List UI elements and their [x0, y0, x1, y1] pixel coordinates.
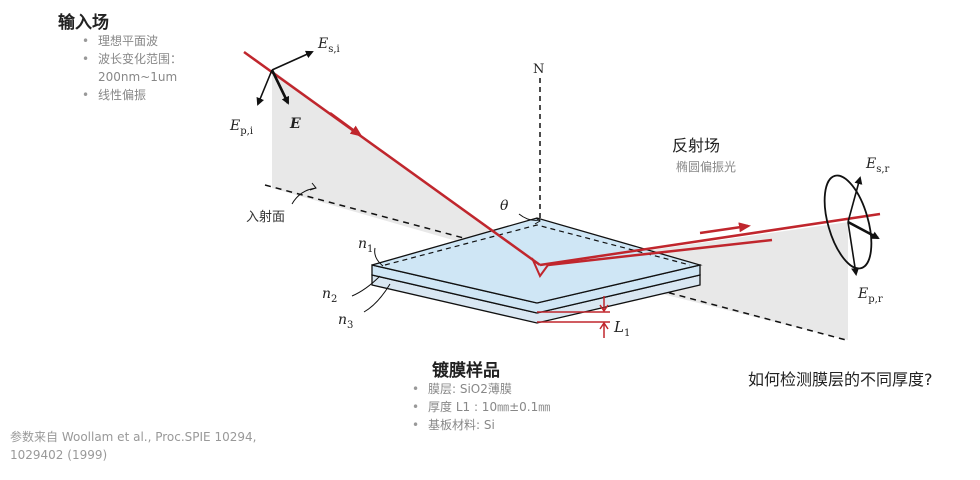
input-bullet-plane-wave: 理想平面波 [82, 32, 182, 50]
ep-r-arrow [847, 221, 860, 276]
n1-pointer [374, 247, 384, 267]
input-field-bullets: 理想平面波 波长变化范围：200nm~1um 线性偏振 [82, 32, 182, 104]
sample-title: 镀膜样品 [432, 361, 500, 381]
l1-label: L1 [614, 318, 631, 339]
sample-bullets: 膜层: SiO2薄膜 厚度 L1 : 10㎜±0.1㎜ 基板材料: Si [412, 380, 550, 434]
incidence-plane-label: 入射面 [246, 210, 286, 225]
ep-i-arrow [256, 69, 273, 106]
theta-arc-arrow [534, 217, 541, 225]
e-vector-arrow [270, 69, 290, 105]
n1-label: n1 [358, 236, 374, 255]
film-top-surface [371, 217, 703, 304]
n2-label: n2 [322, 286, 338, 305]
n3-label: n3 [338, 312, 354, 331]
input-field-title: 输入场 [58, 13, 109, 33]
e-vector-label: E [290, 116, 301, 132]
es-i-arrow [271, 50, 314, 71]
reflected-field-title: 反射场 [672, 136, 721, 155]
plane-label-pointer-tip [309, 182, 317, 191]
l1-arrow-down [599, 321, 609, 338]
n2-pointer [351, 275, 381, 297]
normal-label: N [533, 62, 545, 77]
sample-bullet-substrate: 基板材料: Si [412, 416, 550, 434]
citation-text: 参数来自 Woollam et al., Proc.SPIE 10294, 10… [10, 430, 257, 462]
incident-beam [243, 50, 541, 267]
ep-r-label: Ep,r [858, 286, 883, 305]
input-bullet-wavelength: 波长变化范围：200nm~1um [82, 50, 182, 86]
input-bullet-polarization: 线性偏振 [82, 86, 182, 104]
l1-arrow-up [599, 296, 609, 313]
ep-i-label: Ep,i [230, 118, 254, 137]
n3-pointer [363, 283, 391, 313]
reflected-field-subtitle: 椭圆偏振光 [676, 160, 737, 174]
reflected-beam-arrow [699, 222, 751, 235]
reflected-beam-2 [547, 238, 773, 267]
sample-bullet-film: 膜层: SiO2薄膜 [412, 380, 550, 398]
es-i-label: Es,i [318, 36, 340, 55]
wavelength-range: 200nm~1um [98, 70, 178, 84]
film-top-dashed [384, 224, 691, 266]
reflected-beam-1 [539, 212, 881, 267]
theta-label: θ [500, 198, 509, 214]
refracted-segment [531, 257, 549, 278]
es-r-arrow [847, 176, 863, 223]
incident-beam-arrow [329, 111, 363, 137]
polarization-ellipse [823, 174, 873, 270]
sample-bullet-thickness: 厚度 L1 : 10㎜±0.1㎜ [412, 398, 550, 416]
es-r-label: Es,r [866, 156, 890, 175]
e-r-arrow [847, 220, 880, 240]
question-text: 如何检测膜层的不同厚度? [748, 370, 933, 389]
